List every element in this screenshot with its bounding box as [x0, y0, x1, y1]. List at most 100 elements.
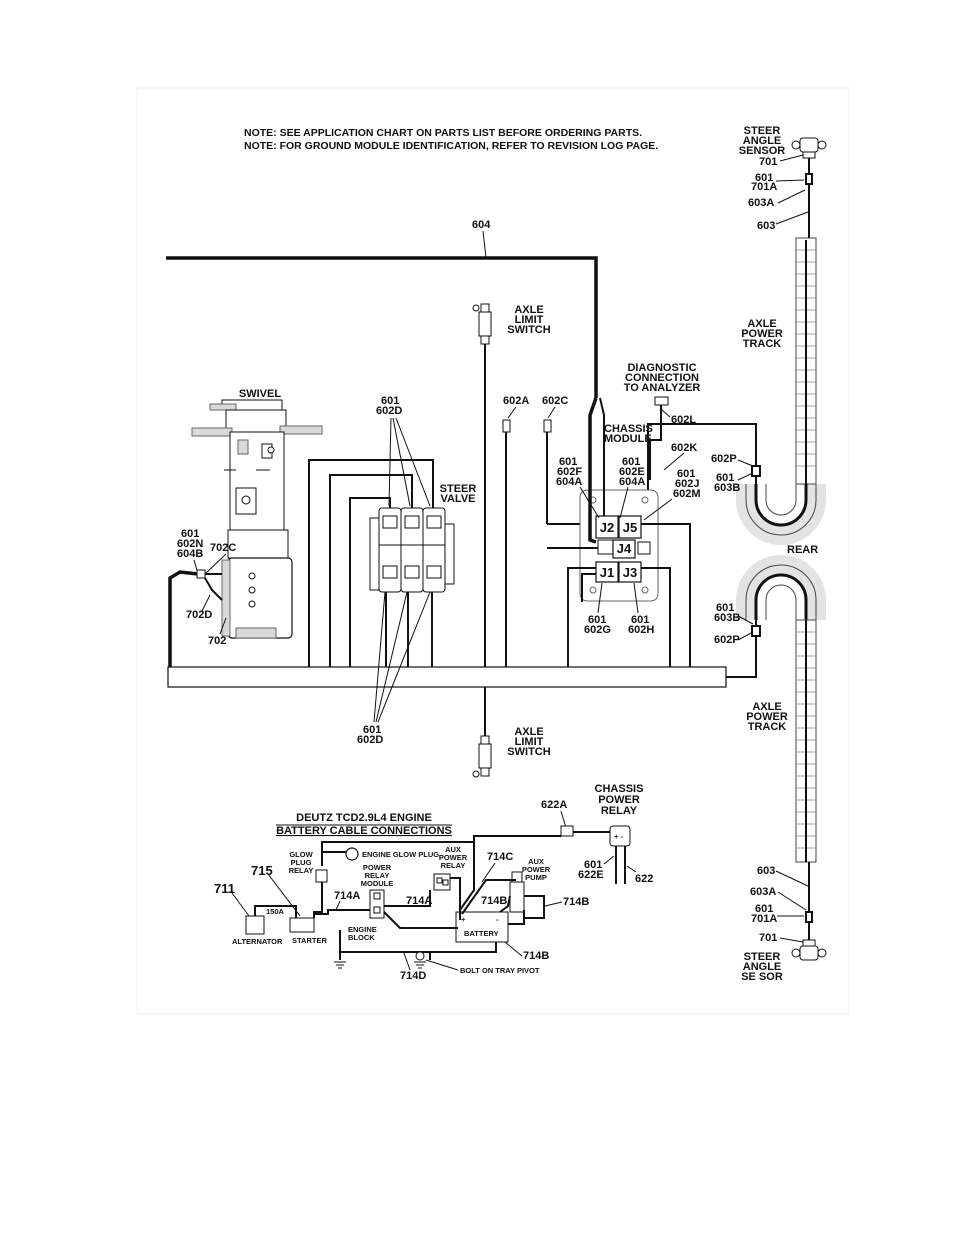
- svg-text:DIAGNOSTIC: DIAGNOSTIC: [627, 362, 696, 374]
- j2-wire-601: 601: [559, 456, 577, 468]
- svg-text:AXLE: AXLE: [514, 726, 543, 738]
- swivel-wire-604b: 604B: [177, 548, 203, 560]
- wire-701a-bottom: 701A: [751, 913, 777, 925]
- axle-power-track-top: AXLE POWER TRACK: [736, 237, 826, 545]
- wire-603a-top: 603A: [748, 197, 774, 209]
- wire-711: 711: [214, 881, 235, 896]
- steer-angle-sensor-top: STEER ANGLE SENSOR: [739, 125, 827, 159]
- wire-601-603b-top-603b: 603B: [714, 482, 740, 494]
- chassis-rail: [167, 666, 727, 688]
- wire-150a: 150A: [266, 907, 285, 916]
- wire-701-bottom: 701: [759, 932, 777, 944]
- svg-text:+: +: [461, 915, 466, 924]
- svg-text:RELAY: RELAY: [289, 866, 314, 875]
- wire-601-622e-622e: 622E: [578, 869, 604, 881]
- svg-text:AUX: AUX: [445, 845, 461, 854]
- svg-text:ANGLE: ANGLE: [743, 135, 782, 147]
- connector-j4: [612, 539, 636, 559]
- j1-wire-601: 601: [588, 614, 606, 626]
- svg-text:J5: J5: [623, 520, 637, 535]
- wire-701-top: 701: [759, 156, 777, 168]
- svg-text:POWER: POWER: [598, 794, 640, 806]
- svg-text:SWIVEL: SWIVEL: [239, 388, 281, 400]
- svg-text:SWITCH: SWITCH: [507, 324, 550, 336]
- svg-text:MODULE: MODULE: [361, 879, 394, 888]
- svg-text:LIMIT: LIMIT: [515, 314, 544, 326]
- connector-j1: [595, 561, 619, 583]
- svg-text:POWER: POWER: [439, 853, 468, 862]
- svg-text:POWER: POWER: [746, 711, 788, 723]
- wire-602c: 602C: [542, 395, 568, 407]
- svg-text:STARTER: STARTER: [292, 936, 327, 945]
- swivel-wire-602n: 602N: [177, 538, 203, 550]
- svg-text:TO ANALYZER: TO ANALYZER: [624, 382, 701, 394]
- svg-text:RELAY: RELAY: [601, 805, 638, 817]
- svg-text:BATTERY: BATTERY: [464, 929, 499, 938]
- svg-text:PLUG: PLUG: [291, 858, 312, 867]
- j3-wire-601: 601: [631, 614, 649, 626]
- wire-601-bottom: 601: [755, 903, 773, 915]
- wire-603-bottom: 603: [757, 865, 775, 877]
- svg-text:AXLE: AXLE: [747, 318, 776, 330]
- wire-604: 604: [472, 219, 491, 231]
- svg-text:TRACK: TRACK: [748, 721, 787, 733]
- svg-text:AUX: AUX: [528, 857, 544, 866]
- wire-714b-3: 714B: [523, 950, 549, 962]
- svg-text:AXLE: AXLE: [752, 701, 781, 713]
- wire-601-622e-601: 601: [584, 859, 602, 871]
- svg-text:SE SOR: SE SOR: [741, 971, 783, 983]
- wire-603a-bottom: 603A: [750, 886, 776, 898]
- wire-715: 715: [251, 863, 273, 878]
- axle-limit-switch-top: AXLE LIMIT SWITCH: [472, 303, 551, 667]
- steer-angle-sensor-bottom: STEER ANGLE SE SOR: [741, 939, 827, 983]
- svg-text:CONNECTION: CONNECTION: [625, 372, 699, 384]
- wire-714b-2: 714B: [563, 896, 589, 908]
- engine-title: DEUTZ TCD2.9L4 ENGINE: [296, 812, 432, 824]
- j4-wire-601: 601: [622, 456, 640, 468]
- chassis-module-label-2: MODULE: [604, 433, 652, 445]
- j1-wire-602g: 602G: [584, 624, 611, 636]
- wire-602p-bottom: 602P: [714, 634, 740, 646]
- svg-text:RELAY: RELAY: [441, 861, 466, 870]
- axle-limit-switch-bottom: AXLE LIMIT SWITCH: [472, 687, 551, 778]
- wire-702: 702: [208, 635, 226, 647]
- svg-text:CHASSIS: CHASSIS: [595, 783, 644, 795]
- steer-valve: STEER VALVE: [369, 483, 477, 593]
- j2-wire-604a: 604A: [556, 476, 582, 488]
- wire-714a-2: 714A: [406, 895, 432, 907]
- bolt-on-tray-pivot: BOLT ON TRAY PIVOT: [460, 966, 540, 975]
- svg-text:J4: J4: [617, 541, 632, 556]
- svg-text:ENGINE GLOW PLUG: ENGINE GLOW PLUG: [362, 850, 439, 859]
- valve-top-602d: 602D: [376, 405, 402, 417]
- svg-text:RELAY: RELAY: [365, 871, 390, 880]
- wire-602p-top: 602P: [711, 453, 737, 465]
- j5-wire-601: 601: [677, 468, 695, 480]
- svg-text:LIMIT: LIMIT: [515, 736, 544, 748]
- j5-wire-602j: 602J: [675, 478, 699, 490]
- rear-label: REAR: [787, 544, 818, 556]
- j5-wire-602m: 602M: [673, 488, 701, 500]
- svg-text:J3: J3: [623, 565, 637, 580]
- svg-text:AXLE: AXLE: [514, 304, 543, 316]
- valve-bottom-602d: 602D: [357, 734, 383, 746]
- wire-714a-1: 714A: [334, 890, 360, 902]
- wire-602k: 602K: [671, 442, 697, 454]
- swivel: SWIVEL: [191, 388, 323, 639]
- wire-714c: 714C: [487, 851, 513, 863]
- wire-601-603b-bottom-601: 601: [716, 602, 734, 614]
- svg-text:GLOW: GLOW: [289, 850, 313, 859]
- diagnostic-connection: DIAGNOSTIC CONNECTION TO ANALYZER: [624, 362, 701, 480]
- svg-text:VALVE: VALVE: [440, 493, 475, 505]
- wire-714d: 714D: [400, 970, 426, 982]
- connector-j2: [595, 515, 619, 539]
- svg-text:POWER: POWER: [522, 865, 551, 874]
- svg-text:STEER: STEER: [440, 483, 477, 495]
- engine-subtitle: BATTERY CABLE CONNECTIONS: [276, 825, 452, 837]
- valve-bottom-601: 601: [363, 724, 381, 736]
- wire-622: 622: [635, 873, 653, 885]
- note-ground-module: NOTE: FOR GROUND MODULE IDENTIFICATION, …: [244, 140, 658, 152]
- valve-top-601: 601: [381, 395, 399, 407]
- svg-text:SENSOR: SENSOR: [739, 145, 786, 157]
- wire-601-603b-top-601: 601: [716, 472, 734, 484]
